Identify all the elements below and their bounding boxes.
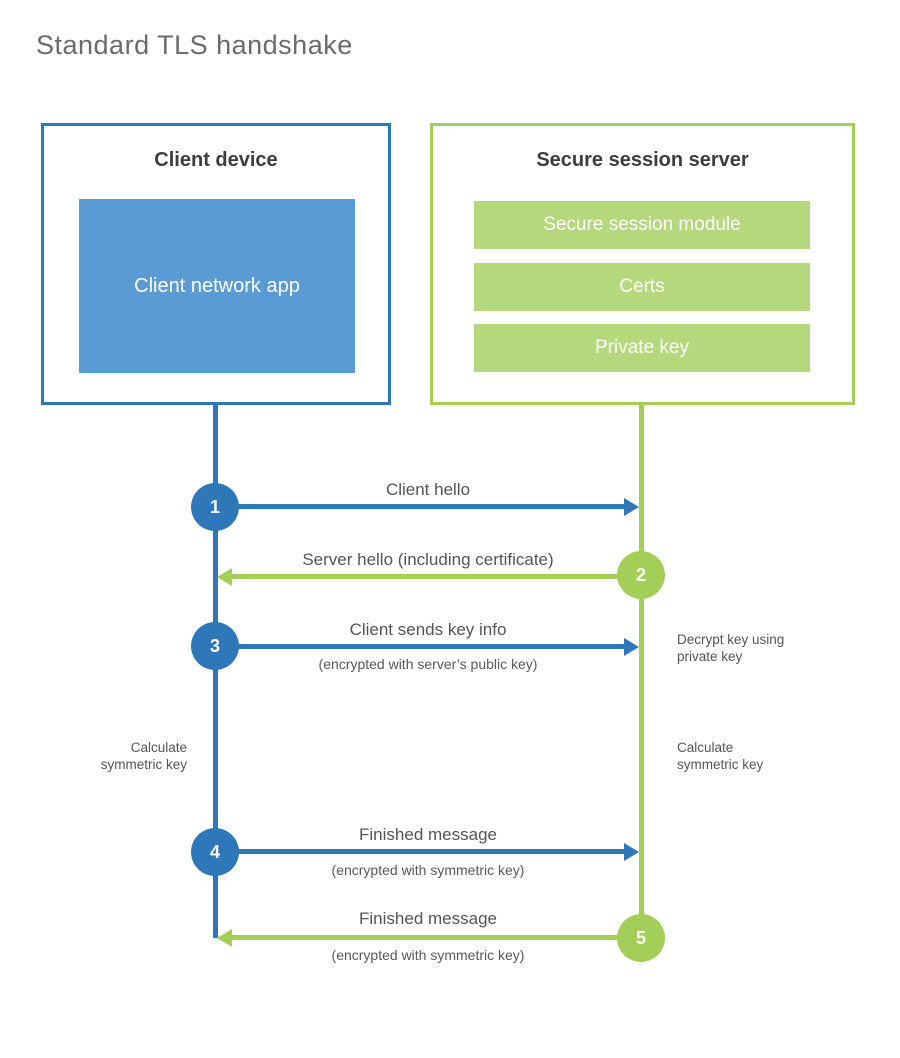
step-4-badge: 4: [191, 828, 239, 876]
arrow-line-step-5: [231, 935, 641, 940]
server-module-secure-session-module: Secure session module: [474, 201, 810, 249]
client-network-app-block: Client network app: [79, 199, 355, 373]
step-2-label: Server hello (including certificate): [302, 550, 554, 569]
client-device-title: Client device: [154, 149, 278, 171]
arrow-head-right-icon: [624, 498, 639, 516]
step-5-sublabel: (encrypted with symmetric key): [331, 947, 525, 963]
step-4-label: Finished message: [359, 825, 497, 844]
server-module-certs: Certs: [474, 263, 810, 311]
arrow-line-step-2: [231, 574, 641, 579]
annotation-calculate-symmetric-key-client: Calculate symmetric key: [100, 740, 187, 773]
page-title: Standard TLS handshake: [36, 30, 353, 60]
annotation-decrypt-key: Decrypt key using private key: [677, 632, 785, 665]
step-1-label: Client hello: [385, 480, 471, 499]
server-lifeline: [639, 405, 644, 938]
arrow-head-right-icon: [624, 843, 639, 861]
step-4-sublabel: (encrypted with symmetric key): [331, 862, 525, 878]
secure-session-server-title: Secure session server: [536, 149, 749, 171]
step-3-sublabel: (encrypted with server’s public key): [318, 656, 538, 672]
step-3-label: Client sends key info: [349, 620, 507, 639]
server-module-private-key: Private key: [474, 324, 810, 372]
step-2-badge: 2: [617, 551, 665, 599]
step-1-number: 1: [209, 496, 220, 517]
step-3-badge: 3: [191, 622, 239, 670]
step-2-number: 2: [635, 564, 646, 585]
step-3-number: 3: [209, 635, 220, 656]
arrow-line-step-1: [216, 504, 626, 509]
arrow-line-step-3: [216, 644, 626, 649]
client-network-app-label: Client network app: [134, 275, 300, 297]
step-4-number: 4: [209, 841, 220, 862]
arrow-head-left-icon: [217, 568, 232, 586]
step-5-label: Finished message: [359, 909, 497, 928]
step-5-badge: 5: [617, 914, 665, 962]
arrow-head-right-icon: [624, 638, 639, 656]
arrow-head-left-icon: [217, 929, 232, 947]
step-1-badge: 1: [191, 483, 239, 531]
arrow-line-step-4: [216, 849, 626, 854]
annotation-calculate-symmetric-key-server: Calculate symmetric key: [677, 740, 764, 773]
client-lifeline: [213, 405, 218, 938]
step-5-number: 5: [635, 927, 646, 948]
